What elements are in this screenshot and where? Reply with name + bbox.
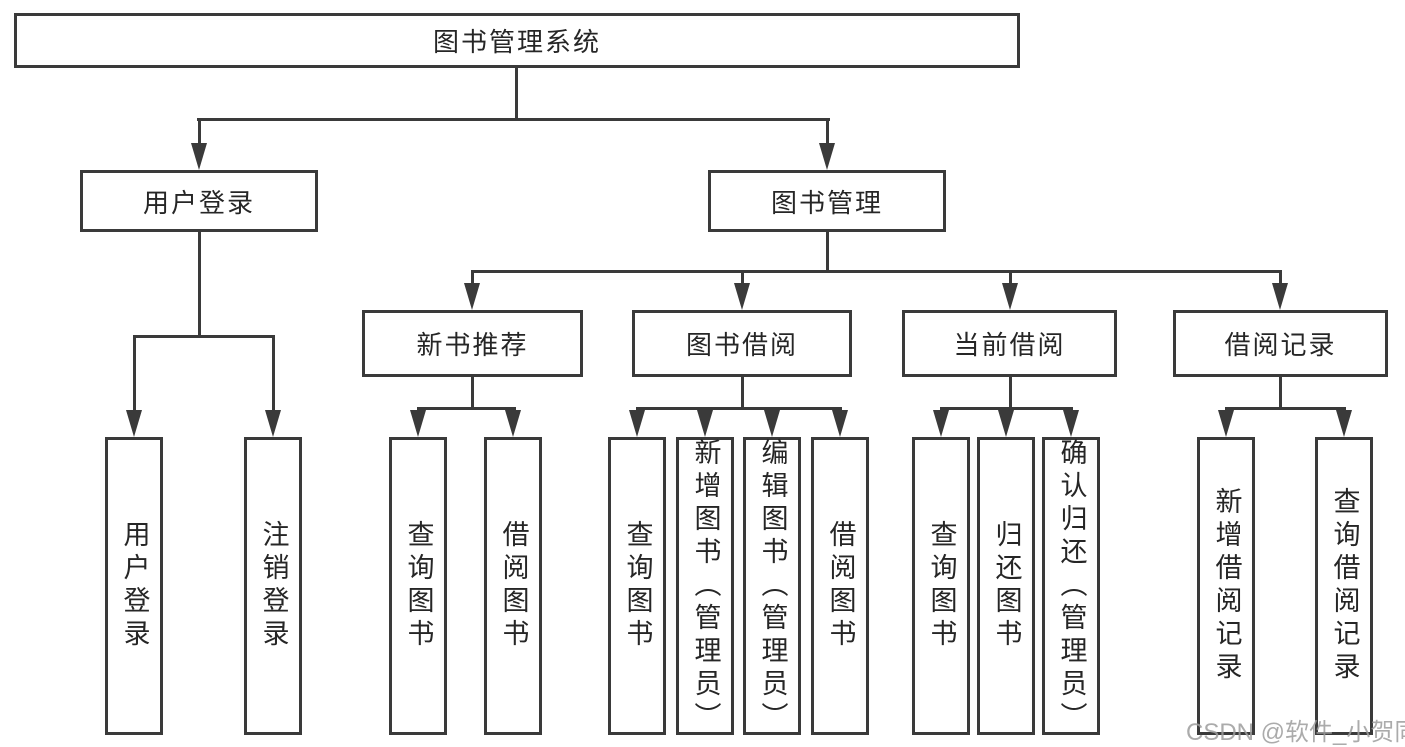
- arrow-down-icon: [505, 410, 521, 437]
- node-borrow-records: 借阅记录: [1173, 310, 1388, 377]
- connector-level2-hline: [197, 118, 830, 121]
- root-node-label: 图书管理系统: [432, 27, 601, 57]
- leaf-query-book-borrow: 查询图书: [608, 437, 666, 735]
- connector-leaf-stem: [133, 338, 136, 411]
- leaf-add-borrow-record: 新增借阅记录: [1197, 437, 1255, 735]
- arrow-down-icon: [764, 410, 780, 437]
- arrow-down-icon: [734, 283, 750, 310]
- arrow-down-icon: [1272, 283, 1288, 310]
- connector-records-hline: [1225, 407, 1346, 410]
- csdn-watermark: CSDN @软件_小贺同学: [1186, 719, 1405, 746]
- connector-level3-stem: [1009, 273, 1012, 285]
- leaf-query-book-current-label: 查询图书: [926, 520, 957, 652]
- branch-user-login-label: 用户登录: [142, 187, 255, 218]
- connector-level3-stem: [1279, 273, 1282, 285]
- leaf-query-book-recommend-label: 查询图书: [403, 520, 434, 652]
- arrow-down-icon: [265, 410, 281, 437]
- arrow-down-icon: [191, 143, 207, 170]
- leaf-query-book-borrow-label: 查询图书: [622, 520, 653, 652]
- connector-level3-stem: [471, 273, 474, 285]
- arrow-down-icon: [1002, 283, 1018, 310]
- leaf-logout: 注销登录: [244, 437, 302, 735]
- leaf-query-borrow-record-label: 查询借阅记录: [1329, 487, 1360, 685]
- branch-book-management: 图书管理: [708, 170, 946, 232]
- node-new-book-recommend-label: 新书推荐: [416, 330, 529, 360]
- connector-borrow-down: [741, 377, 744, 410]
- node-borrow-records-label: 借阅记录: [1224, 330, 1337, 360]
- arrow-down-icon: [410, 410, 426, 437]
- node-current-borrow: 当前借阅: [902, 310, 1117, 377]
- connector-user-login-stem: [198, 121, 201, 145]
- leaf-edit-book-admin-label: 编辑图书（管理员）: [757, 437, 788, 735]
- connector-user-login-down: [198, 232, 201, 337]
- leaf-query-book-current: 查询图书: [912, 437, 970, 735]
- leaf-return-book: 归还图书: [977, 437, 1035, 735]
- connector-user-login-hline: [133, 335, 275, 338]
- connector-current-hline: [940, 407, 1073, 410]
- connector-current-down: [1009, 377, 1012, 410]
- leaf-borrow-book-label: 借阅图书: [825, 520, 856, 652]
- arrow-down-icon: [1336, 410, 1352, 437]
- arrow-down-icon: [1218, 410, 1234, 437]
- leaf-user-login: 用户登录: [105, 437, 163, 735]
- connector-level3-hline: [471, 270, 1282, 273]
- connector-root-stem: [515, 68, 518, 118]
- connector-borrow-hline: [636, 407, 842, 410]
- node-current-borrow-label: 当前借阅: [953, 330, 1066, 360]
- leaf-query-borrow-record: 查询借阅记录: [1315, 437, 1373, 735]
- arrow-down-icon: [697, 410, 713, 437]
- arrow-down-icon: [629, 410, 645, 437]
- arrow-down-icon: [998, 410, 1014, 437]
- node-book-borrow: 图书借阅: [632, 310, 852, 377]
- arrow-down-icon: [819, 143, 835, 170]
- arrow-down-icon: [1063, 410, 1079, 437]
- branch-book-management-label: 图书管理: [770, 187, 883, 218]
- leaf-user-login-label: 用户登录: [119, 520, 150, 652]
- connector-newrec-down: [471, 377, 474, 410]
- leaf-confirm-return-admin-label: 确认归还（管理员）: [1056, 437, 1087, 735]
- leaf-edit-book-admin: 编辑图书（管理员）: [743, 437, 801, 735]
- leaf-return-book-label: 归还图书: [991, 520, 1022, 652]
- leaf-borrow-book-recommend-label: 借阅图书: [498, 520, 529, 652]
- root-node: 图书管理系统: [14, 13, 1020, 68]
- leaf-borrow-book: 借阅图书: [811, 437, 869, 735]
- arrow-down-icon: [933, 410, 949, 437]
- node-new-book-recommend: 新书推荐: [362, 310, 583, 377]
- leaf-add-book-admin-label: 新增图书（管理员）: [690, 437, 721, 735]
- arrow-down-icon: [464, 283, 480, 310]
- leaf-add-book-admin: 新增图书（管理员）: [676, 437, 734, 735]
- connector-level3-stem: [741, 273, 744, 285]
- node-book-borrow-label: 图书借阅: [685, 330, 798, 360]
- branch-user-login: 用户登录: [80, 170, 318, 232]
- connector-book-mgmt-down: [826, 232, 829, 273]
- connector-leaf-stem: [272, 338, 275, 411]
- leaf-logout-label: 注销登录: [258, 520, 289, 652]
- leaf-borrow-book-recommend: 借阅图书: [484, 437, 542, 735]
- leaf-query-book-recommend: 查询图书: [389, 437, 447, 735]
- connector-book-mgmt-stem: [826, 121, 829, 145]
- connector-records-down: [1279, 377, 1282, 410]
- connector-newrec-hline: [417, 407, 516, 410]
- leaf-confirm-return-admin: 确认归还（管理员）: [1042, 437, 1100, 735]
- arrow-down-icon: [832, 410, 848, 437]
- leaf-add-borrow-record-label: 新增借阅记录: [1211, 487, 1242, 685]
- arrow-down-icon: [126, 410, 142, 437]
